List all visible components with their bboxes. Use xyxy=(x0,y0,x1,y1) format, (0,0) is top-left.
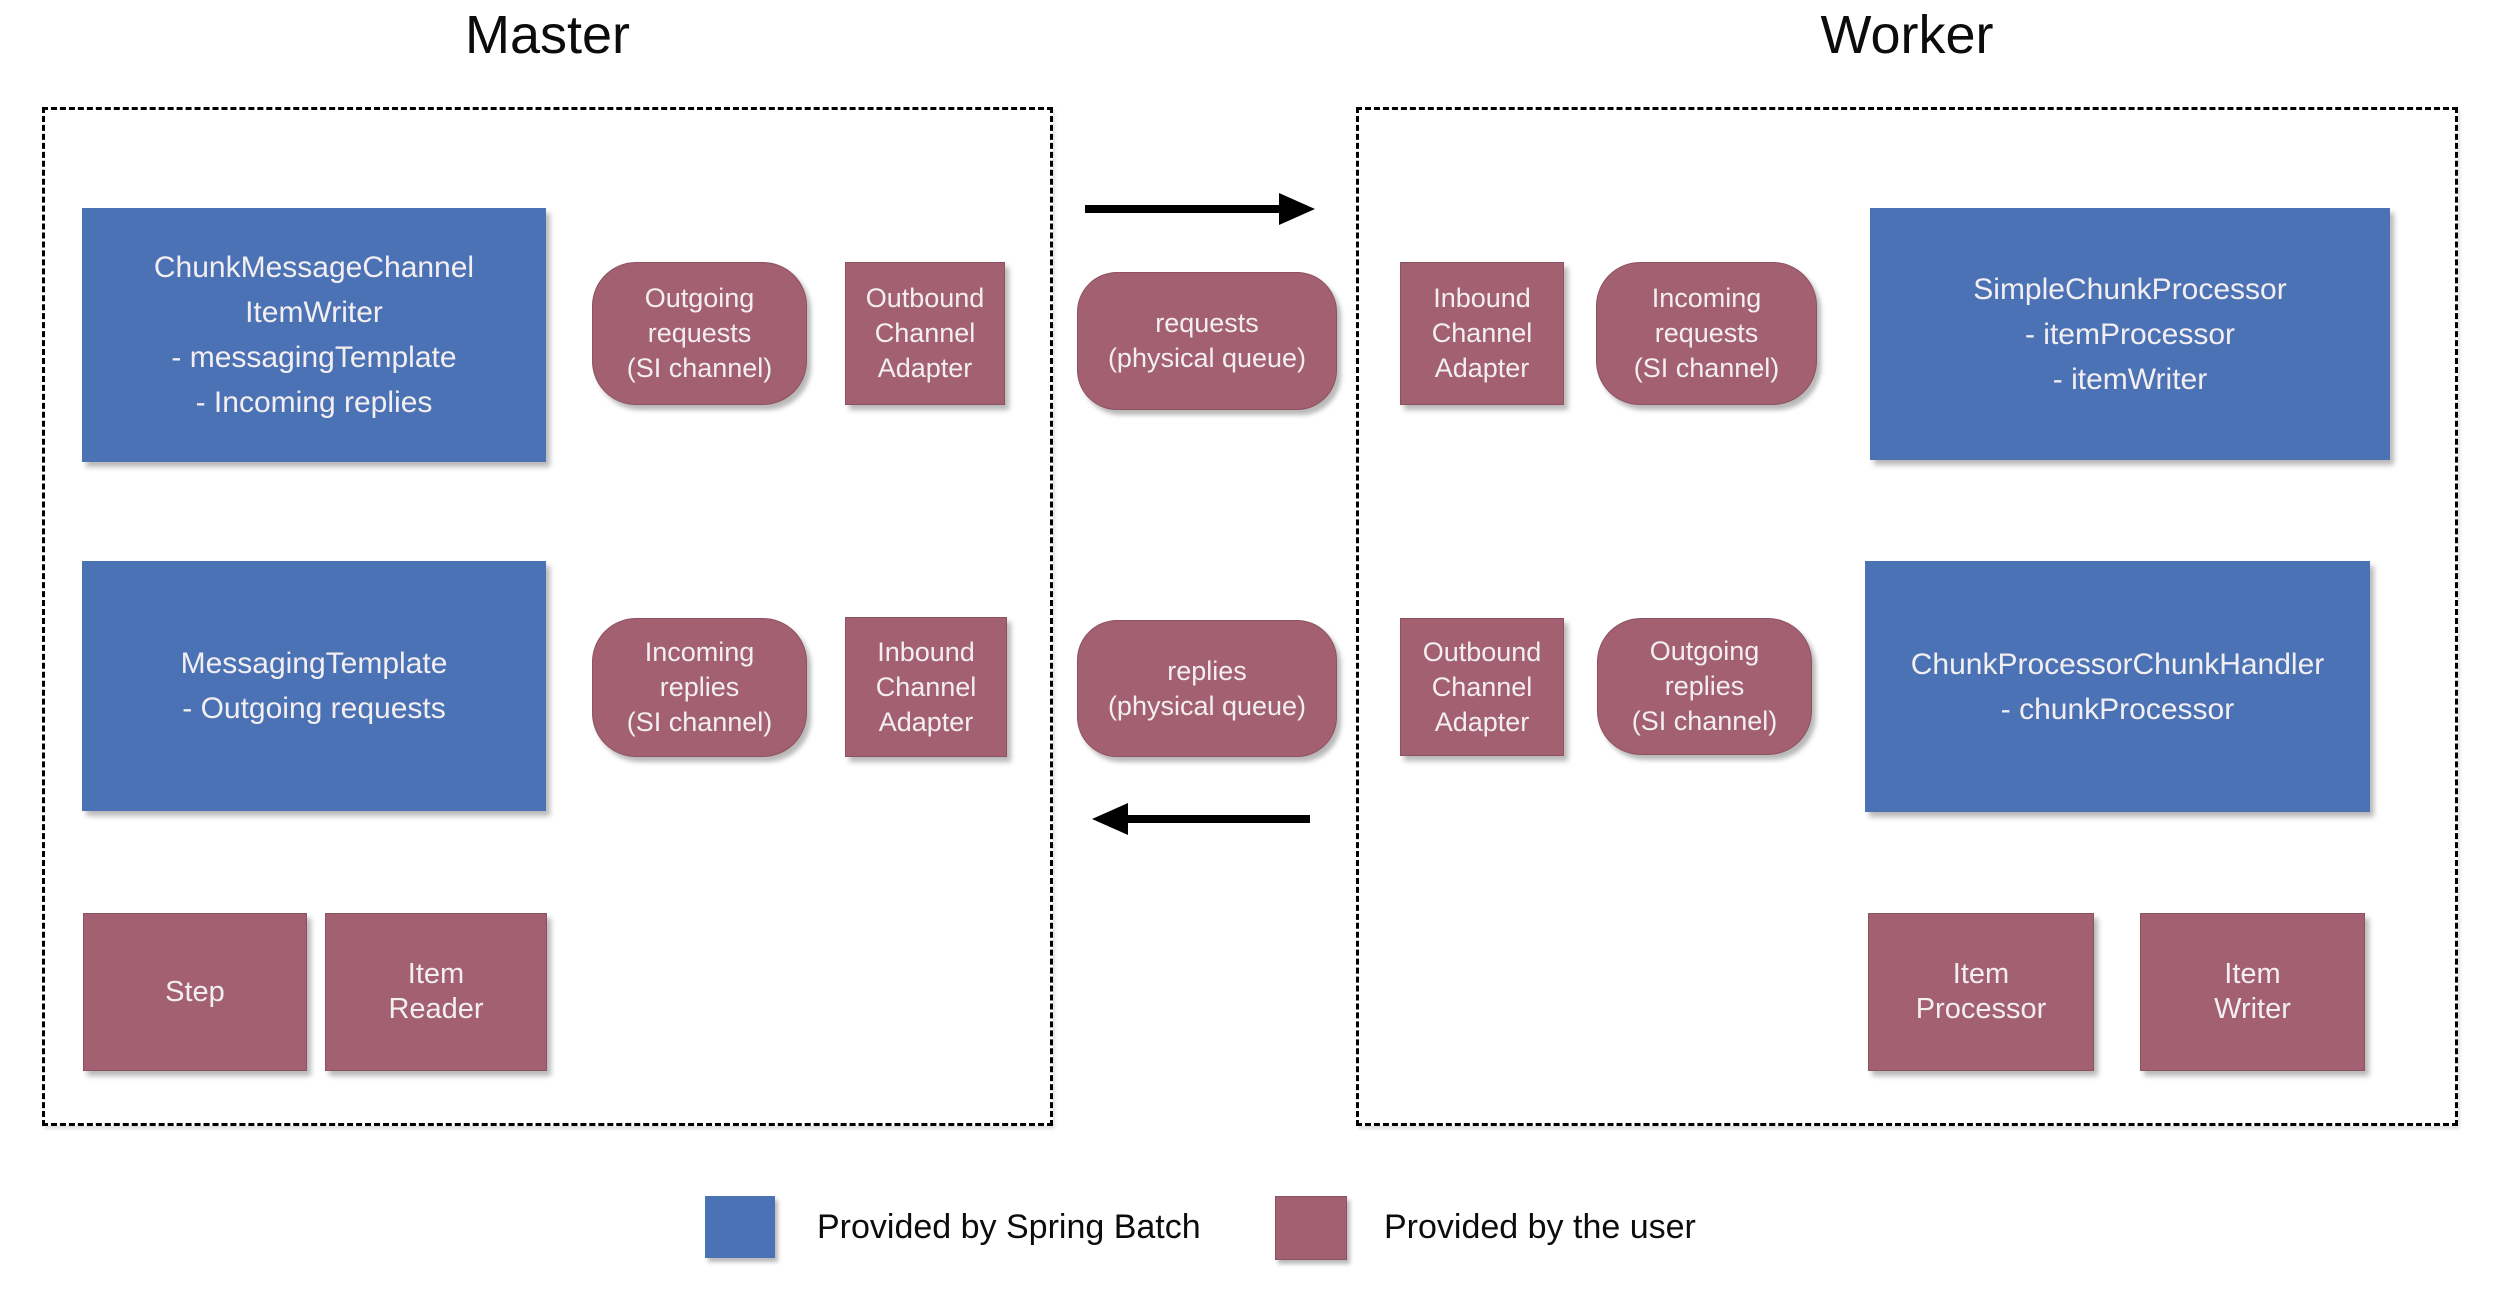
box-line: Outbound xyxy=(1422,636,1542,667)
item-writer-box: Item Writer xyxy=(2140,913,2365,1071)
box-line: Channel xyxy=(874,318,976,348)
outgoing-requests-si-channel-box: Outgoing requests (SI channel) xyxy=(592,262,807,405)
reply-flow-arrow xyxy=(1092,803,1310,835)
box-line: Channel xyxy=(1431,671,1533,702)
box-line: - itemWriter xyxy=(2052,362,2208,396)
box-line: ItemWriter xyxy=(245,296,383,329)
chunk-message-channel-item-writer-box: ChunkMessageChannel ItemWriter - messagi… xyxy=(82,208,546,462)
worker-outbound-channel-adapter-box: Outbound Channel Adapter xyxy=(1400,618,1564,756)
box-line: SimpleChunkProcessor xyxy=(1973,272,2287,306)
box-line: (SI channel) xyxy=(1633,353,1780,383)
worker-inbound-channel-adapter-box: Inbound Channel Adapter xyxy=(1400,262,1564,405)
box-line: Adapter xyxy=(1434,353,1530,383)
box-line: Incoming xyxy=(1651,283,1762,313)
box-line: Step xyxy=(165,975,225,1008)
box-line: - Incoming replies xyxy=(195,386,433,419)
user-legend-swatch xyxy=(1275,1196,1347,1260)
master-outbound-channel-adapter-box: Outbound Channel Adapter xyxy=(845,262,1005,405)
box-line: Item xyxy=(407,958,465,990)
box-line: Processor xyxy=(1915,993,2047,1025)
spring-batch-legend-swatch xyxy=(705,1196,775,1258)
box-line: ChunkMessageChannel xyxy=(153,251,475,284)
box-line: ChunkProcessorChunkHandler xyxy=(1910,647,2325,681)
step-box: Step xyxy=(83,913,307,1071)
master-title: Master xyxy=(464,5,631,65)
box-line: Outgoing xyxy=(644,283,755,313)
item-reader-box: Item Reader xyxy=(325,913,547,1071)
box-line: requests xyxy=(647,318,752,348)
box-line: Channel xyxy=(875,671,977,702)
box-line: Inbound xyxy=(1433,283,1531,313)
worker-title: Worker xyxy=(1820,5,1994,65)
box-line: Item xyxy=(1952,958,2010,990)
box-line: Incoming xyxy=(644,637,755,667)
box-line: replies xyxy=(659,672,740,702)
master-inbound-channel-adapter-box: Inbound Channel Adapter xyxy=(845,617,1007,757)
box-line: Channel xyxy=(1431,318,1533,348)
box-line: Inbound xyxy=(877,636,975,667)
box-line: (physical queue) xyxy=(1107,690,1307,721)
box-line: - Outgoing requests xyxy=(182,692,446,725)
box-line: - messagingTemplate xyxy=(171,341,457,374)
box-line: Reader xyxy=(388,993,484,1025)
box-line: Writer xyxy=(2214,993,2291,1025)
box-line: Adapter xyxy=(877,353,973,383)
outgoing-replies-si-channel-box: Outgoing replies (SI channel) xyxy=(1597,618,1812,755)
chunk-processor-chunk-handler-box: ChunkProcessorChunkHandler - chunkProces… xyxy=(1865,561,2370,812)
box-line: replies xyxy=(1167,655,1247,686)
box-line: Adapter xyxy=(878,706,974,737)
box-line: (physical queue) xyxy=(1107,343,1307,373)
box-line: (SI channel) xyxy=(626,353,773,383)
box-line: (SI channel) xyxy=(626,707,773,737)
replies-physical-queue-box: replies (physical queue) xyxy=(1077,620,1337,757)
requests-physical-queue-box: requests (physical queue) xyxy=(1077,272,1337,410)
simple-chunk-processor-box: SimpleChunkProcessor - itemProcessor - i… xyxy=(1870,208,2390,460)
master-container xyxy=(42,107,1053,1126)
user-legend-label: Provided by the user xyxy=(1384,1207,1696,1246)
request-flow-arrow xyxy=(1085,193,1315,225)
box-line: requests xyxy=(1155,308,1259,338)
messaging-template-box: MessagingTemplate - Outgoing requests xyxy=(82,561,546,811)
incoming-replies-si-channel-box: Incoming replies (SI channel) xyxy=(592,618,807,757)
box-line: requests xyxy=(1654,318,1759,348)
box-line: - itemProcessor xyxy=(2024,317,2236,351)
box-line: Outgoing xyxy=(1649,636,1760,666)
worker-container xyxy=(1356,107,2458,1126)
box-line: Item xyxy=(2224,958,2281,990)
box-line: replies xyxy=(1664,671,1745,701)
box-line: - chunkProcessor xyxy=(2000,692,2235,726)
box-line: MessagingTemplate xyxy=(180,647,448,680)
box-line: Adapter xyxy=(1434,706,1530,737)
spring-batch-legend-label: Provided by Spring Batch xyxy=(817,1207,1201,1246)
box-line: Outbound xyxy=(865,283,985,313)
item-processor-box: Item Processor xyxy=(1868,913,2094,1071)
box-line: (SI channel) xyxy=(1631,706,1778,736)
incoming-requests-si-channel-box: Incoming requests (SI channel) xyxy=(1596,262,1817,405)
